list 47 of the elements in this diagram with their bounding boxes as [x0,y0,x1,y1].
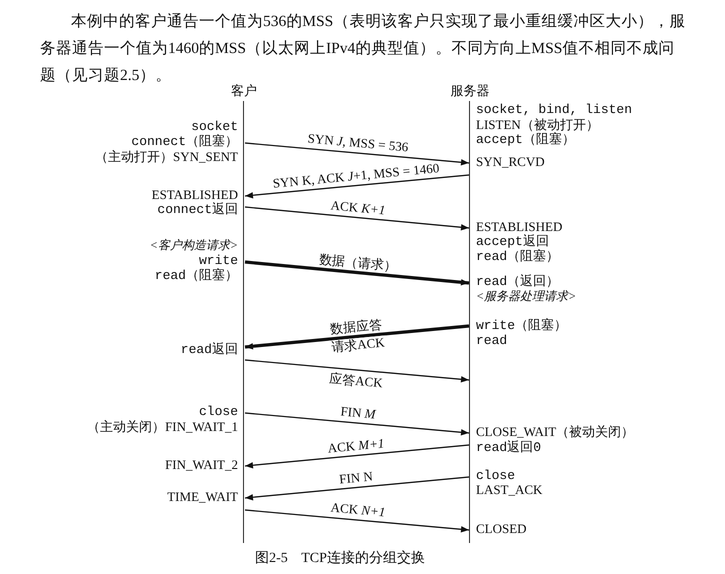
state-label: （主动关闭）FIN_WAIT_1 [87,419,238,434]
state-label: close [198,404,238,419]
state-label: write [198,253,238,268]
paragraph: 本例中的客户通告一个值为536的MSS（表明该客户只实现了最小重组缓冲区大小），服务器通告一个值为1460的MSS（以太网上IPv4的典型值）。不同方向上MSS值不相同不成问题（见习题2.5）。 [40,12,686,84]
arrow [244,324,470,350]
caption: 图2-5 TCP连接的分组交换 [255,549,425,567]
arrow [244,206,470,230]
lifeline-heading: 客户 [231,84,257,98]
state-label: LISTEN（被动打开） [476,117,599,132]
state-label: socket, bind, listen [476,102,632,117]
arrow [244,412,470,436]
state-label: connect（阻塞） [131,134,238,149]
arrow [244,260,470,286]
state-label: ESTABLISHED [152,187,238,202]
arrow [244,509,470,532]
arrow [244,359,470,382]
state-label: socket [191,119,238,134]
state-label: ESTABLISHED [476,219,562,234]
lifeline-heading: 服务器 [450,84,490,98]
state-label: read（返回） [476,274,560,289]
state-label: CLOSE_WAIT（被动关闭） [476,424,634,439]
state-label: accept（阻塞） [476,132,575,147]
state-label: TIME_WAIT [167,489,238,504]
state-label: read（阻塞） [154,268,238,283]
state-label: read [476,333,508,348]
arrow [244,444,470,468]
state-label: LAST_ACK [476,482,542,497]
state-label: SYN_RCVD [476,154,545,169]
arrow [244,142,470,166]
state-label: accept返回 [476,234,549,249]
edge-label: FIN N [336,468,376,486]
state-label: read返回0 [476,440,542,455]
state-label: write（阻塞） [476,318,568,333]
state-label: close [476,468,516,483]
state-label: CLOSED [476,521,527,536]
state-label: read（阻塞） [476,249,560,264]
lifeline [469,101,470,543]
arrow [244,174,470,198]
state-label: read返回 [180,342,238,357]
arrow [244,476,470,500]
lifeline [243,101,244,543]
state-label: connect返回 [157,202,238,217]
edge-label: 应答ACK [326,371,386,390]
state-label: FIN_WAIT_2 [165,457,238,472]
state-label: <服务器处理请求> [476,289,576,304]
state-label: （主动打开）SYN_SENT [94,149,238,164]
state-label: <客户构造请求> [150,238,238,253]
